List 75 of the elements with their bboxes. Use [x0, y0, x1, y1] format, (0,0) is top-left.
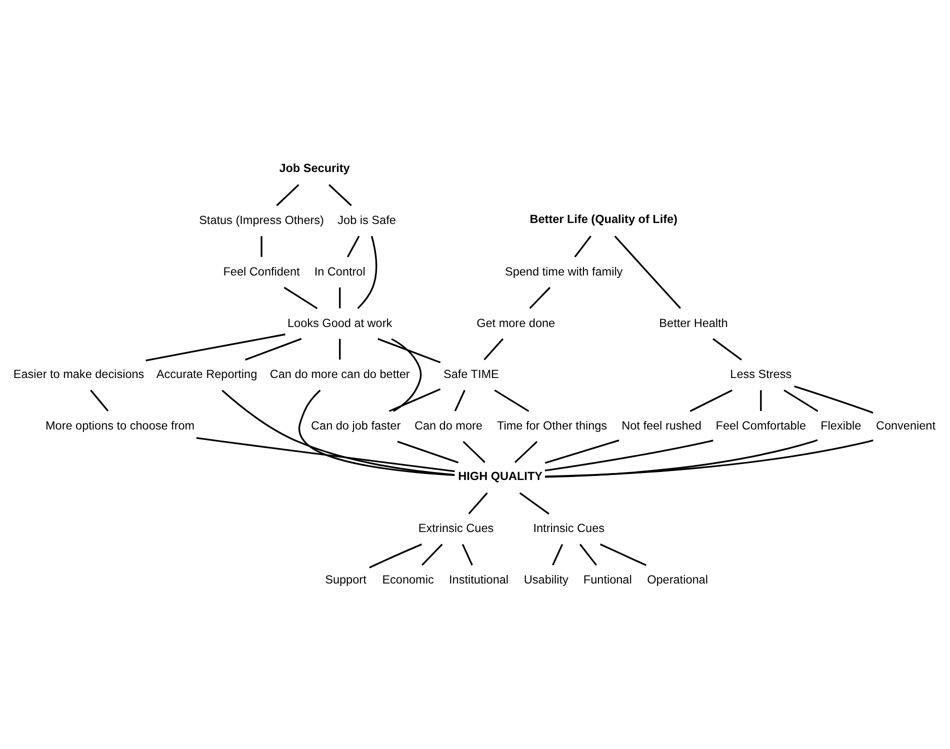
node-text: Can do more — [414, 418, 482, 432]
connector — [244, 338, 302, 360]
connector — [574, 235, 592, 257]
node-text: Easier to make decisions — [13, 368, 144, 381]
connector — [284, 286, 318, 309]
node-text: Institutional — [449, 573, 509, 586]
connector — [600, 543, 647, 566]
node-text: Job is Safe — [338, 214, 396, 227]
node-text: Status (Impress Others) — [199, 214, 324, 227]
node-text: Better Health — [659, 316, 728, 330]
connector — [784, 389, 818, 412]
connector — [90, 389, 109, 412]
connector — [339, 338, 341, 360]
node-text: Feel Comfortable — [716, 418, 806, 432]
connector — [579, 543, 597, 566]
connector — [462, 440, 486, 462]
node-text: Feel Confident — [223, 264, 300, 278]
node-text: More options to choose from — [46, 418, 195, 432]
connector — [388, 388, 441, 412]
connector — [196, 436, 455, 472]
node-text: Operational — [647, 573, 708, 586]
connector — [545, 439, 874, 477]
connector — [276, 184, 300, 206]
connector — [378, 338, 441, 363]
connector — [391, 338, 422, 412]
node-text: Can do job faster — [311, 418, 401, 432]
node-text: Less Stress — [730, 368, 792, 381]
connector — [544, 438, 620, 464]
node-text: Get more done — [476, 316, 556, 330]
node-text: Better Life (Quality of Life) — [530, 212, 678, 226]
connector — [794, 385, 874, 414]
connector — [222, 389, 455, 476]
connector — [369, 543, 422, 568]
node-text: Time for Other things — [497, 418, 608, 432]
node-text: Economic — [382, 573, 434, 586]
connector — [346, 235, 360, 257]
node-text: Flexible — [820, 418, 862, 432]
connector — [760, 390, 762, 411]
connector — [146, 333, 286, 361]
node-text: Usability — [524, 573, 568, 586]
node-text: Intrinsic Cues — [533, 522, 605, 535]
connector — [529, 286, 551, 308]
node-text: Convenient — [876, 418, 936, 432]
connector — [328, 184, 352, 206]
connector — [298, 389, 455, 476]
node-text: Not feel rushed — [622, 418, 702, 432]
connector — [494, 389, 530, 412]
node-text: Spend time with family — [504, 264, 623, 278]
node-text: Safe TIME — [444, 368, 499, 381]
connector — [614, 235, 682, 308]
node-text: Looks Good at work — [288, 316, 392, 330]
connector — [519, 492, 550, 514]
connector — [421, 543, 443, 566]
connector — [690, 388, 733, 412]
connector — [484, 338, 504, 360]
node-text: Can do more can do better — [270, 368, 410, 381]
connector — [260, 236, 262, 256]
connector — [357, 235, 378, 309]
connector — [544, 439, 714, 471]
connector — [339, 286, 341, 308]
connector — [552, 543, 564, 565]
node-text: Extrinsic Cues — [418, 522, 494, 535]
connector — [712, 338, 742, 360]
connector — [544, 438, 818, 478]
node-text: HIGH QUALITY — [458, 470, 542, 483]
connector — [514, 440, 538, 462]
connector — [468, 492, 488, 514]
connector — [397, 440, 459, 463]
connector — [454, 389, 466, 411]
node-text: In Control — [314, 264, 366, 278]
node-text: Job Security — [279, 161, 350, 174]
connector — [462, 543, 473, 565]
node-text: Funtional — [583, 573, 632, 586]
node-text: Accurate Reporting — [156, 368, 258, 381]
node-text: Support — [325, 573, 366, 586]
